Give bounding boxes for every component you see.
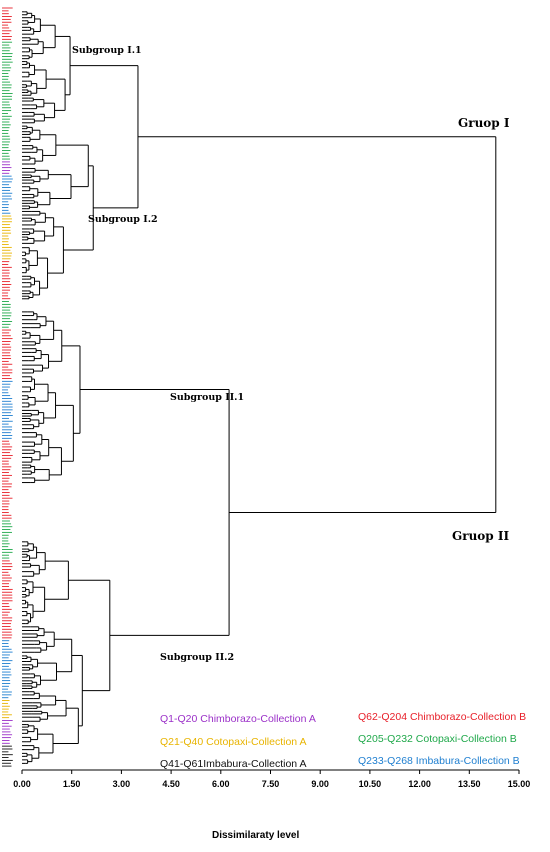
- group-one-label: Gruop I: [458, 116, 510, 130]
- legend-entry-3: Q41-Q61Imbabura-Collection A: [160, 758, 307, 770]
- x-axis-label: Dissimilaraty level: [212, 830, 299, 841]
- x-axis-ticks: 0.00 1.50 3.00 4.50 6.00 7.50 9.00 10.50 12.00 13…: [13, 770, 530, 789]
- x-tick-label: 1.50: [63, 779, 81, 789]
- legend-entry-2: Q21-Q40 Cotopaxi-Collection A: [160, 736, 307, 748]
- legend-entry-6: Q233-Q268 Imbabura-Collection B: [358, 755, 520, 767]
- x-tick-label: 3.00: [113, 779, 131, 789]
- subgroup-ii1-label: Subgroup II.1: [170, 392, 244, 403]
- x-tick-label: 9.00: [311, 779, 329, 789]
- legend-entry-4: Q62-Q204 Chimborazo-Collection B: [358, 711, 526, 723]
- subgroup-ii2-label: Subgroup II.2: [160, 652, 234, 663]
- legend-entry-5: Q205-Q232 Cotopaxi-Collection B: [358, 733, 517, 745]
- group-two-label: Gruop II: [452, 529, 509, 543]
- x-tick-label: 4.50: [162, 779, 180, 789]
- x-tick-label: 12.00: [408, 779, 431, 789]
- x-tick-label: 7.50: [262, 779, 280, 789]
- x-tick-label: 13.50: [458, 779, 481, 789]
- legend-entry-1: Q1-Q20 Chimborazo-Collection A: [160, 713, 316, 725]
- legend: Q1-Q20 Chimborazo-Collection A Q21-Q40 C…: [160, 711, 526, 770]
- x-tick-label: 6.00: [212, 779, 230, 789]
- subgroup-i1-label: Subgroup I.1: [72, 45, 142, 56]
- x-tick-label: 15.00: [508, 779, 531, 789]
- x-tick-label: 0.00: [13, 779, 31, 789]
- x-tick-label: 10.50: [359, 779, 382, 789]
- leaf-labels: [2, 7, 13, 767]
- dendrogram-branches: [22, 11, 497, 764]
- subgroup-i2-label: Subgroup I.2: [88, 214, 158, 225]
